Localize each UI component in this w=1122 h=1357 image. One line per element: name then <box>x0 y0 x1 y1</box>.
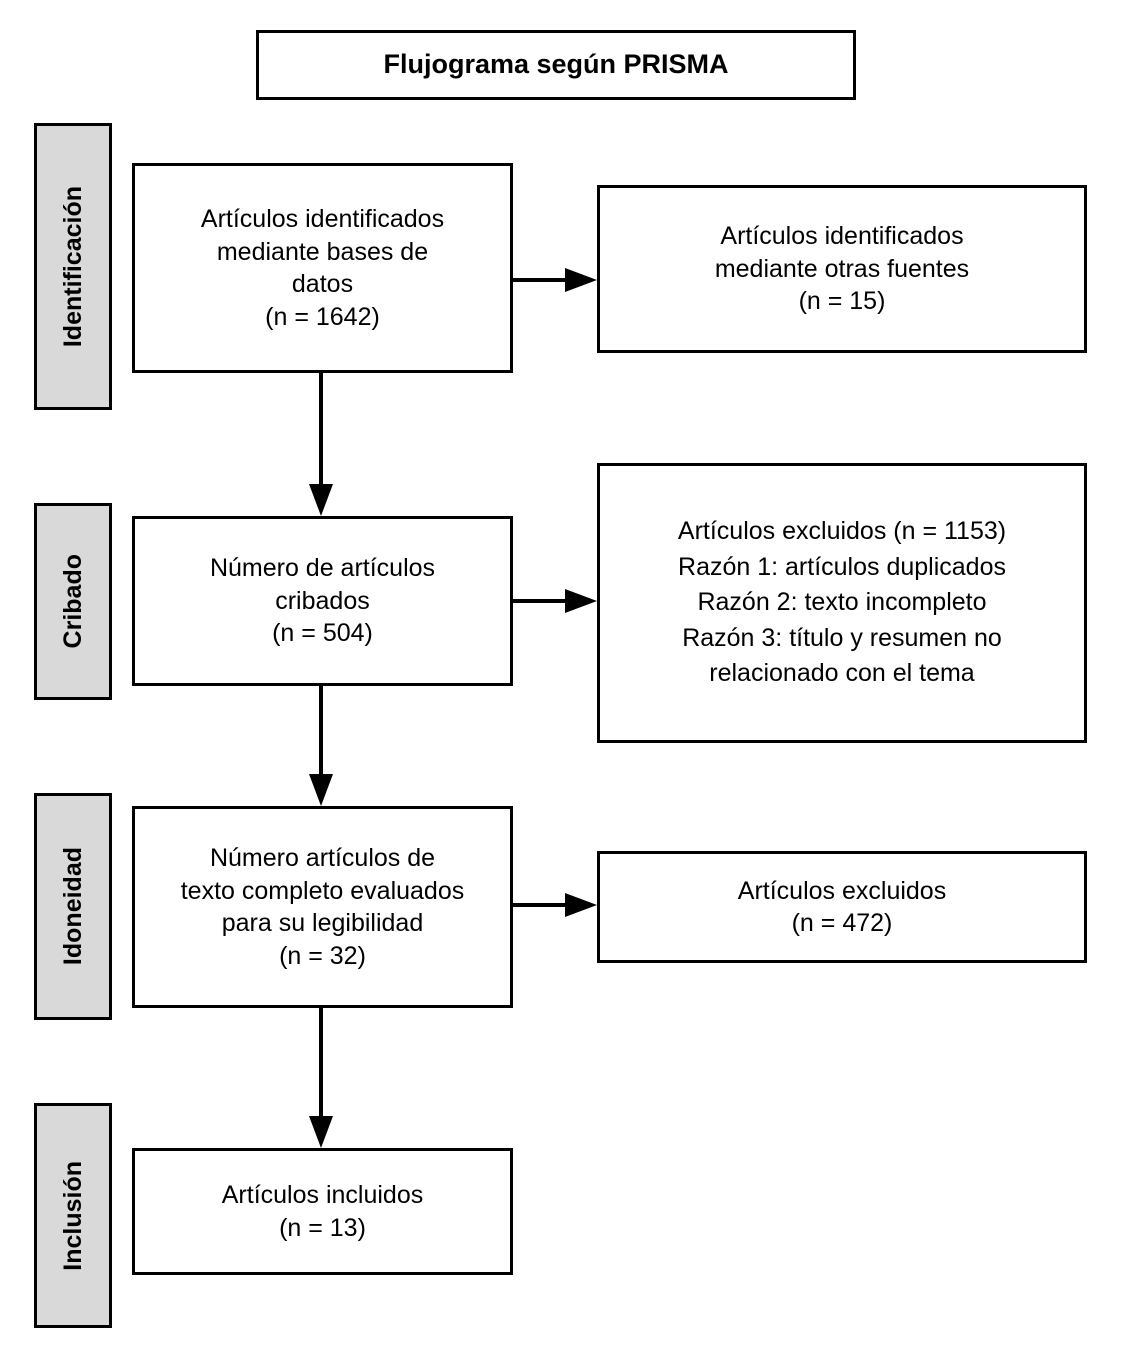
diagram-title: Flujograma según PRISMA <box>383 49 729 80</box>
diagram-title-box: Flujograma según PRISMA <box>256 30 856 100</box>
box-excluded-screening: Artículos excluidos (n = 1153) Razón 1: … <box>597 463 1087 743</box>
box-included-text: Artículos incluidos (n = 13) <box>221 1181 424 1242</box>
box-fulltext-assessed-text: Número artículos de texto completo evalu… <box>180 844 465 970</box>
box-excluded-fulltext: Artículos excluidos (n = 472) <box>597 851 1087 963</box>
stage-label-text: Cribado <box>58 554 87 649</box>
box-included: Artículos incluidos (n = 13) <box>132 1148 513 1275</box>
stage-label-text: Inclusión <box>58 1160 87 1271</box>
arrow-identified-to-screened <box>309 373 333 516</box>
arrow-screened-to-excluded <box>513 589 597 613</box>
box-identified-databases-text: Artículos identificados mediante bases d… <box>200 205 445 331</box>
box-screened: Número de artículos cribados (n = 504) <box>132 516 513 686</box>
box-excluded-fulltext-text: Artículos excluidos (n = 472) <box>737 876 947 938</box>
stage-label-cribado: Cribado <box>34 503 112 700</box>
box-screened-text: Número de artículos cribados (n = 504) <box>209 554 436 648</box>
box-identified-other-sources: Artículos identificados mediante otras f… <box>597 185 1087 353</box>
arrow-fulltext-to-excluded <box>513 893 597 917</box>
arrow-screened-to-fulltext <box>309 686 333 806</box>
arrow-fulltext-to-included <box>309 1008 333 1148</box>
box-identified-other-sources-text: Artículos identificados mediante otras f… <box>714 222 970 316</box>
stage-label-inclusion: Inclusión <box>34 1103 112 1328</box>
box-excluded-screening-text: Artículos excluidos (n = 1153) Razón 1: … <box>677 517 1007 688</box>
arrow-databases-to-other-sources <box>513 268 597 292</box>
box-fulltext-assessed: Número artículos de texto completo evalu… <box>132 806 513 1008</box>
stage-label-text: Idoneidad <box>58 847 87 966</box>
box-identified-databases: Artículos identificados mediante bases d… <box>132 163 513 373</box>
stage-label-idoneidad: Idoneidad <box>34 793 112 1020</box>
stage-label-identificacion: Identificación <box>34 123 112 410</box>
stage-label-text: Identificación <box>58 185 87 348</box>
